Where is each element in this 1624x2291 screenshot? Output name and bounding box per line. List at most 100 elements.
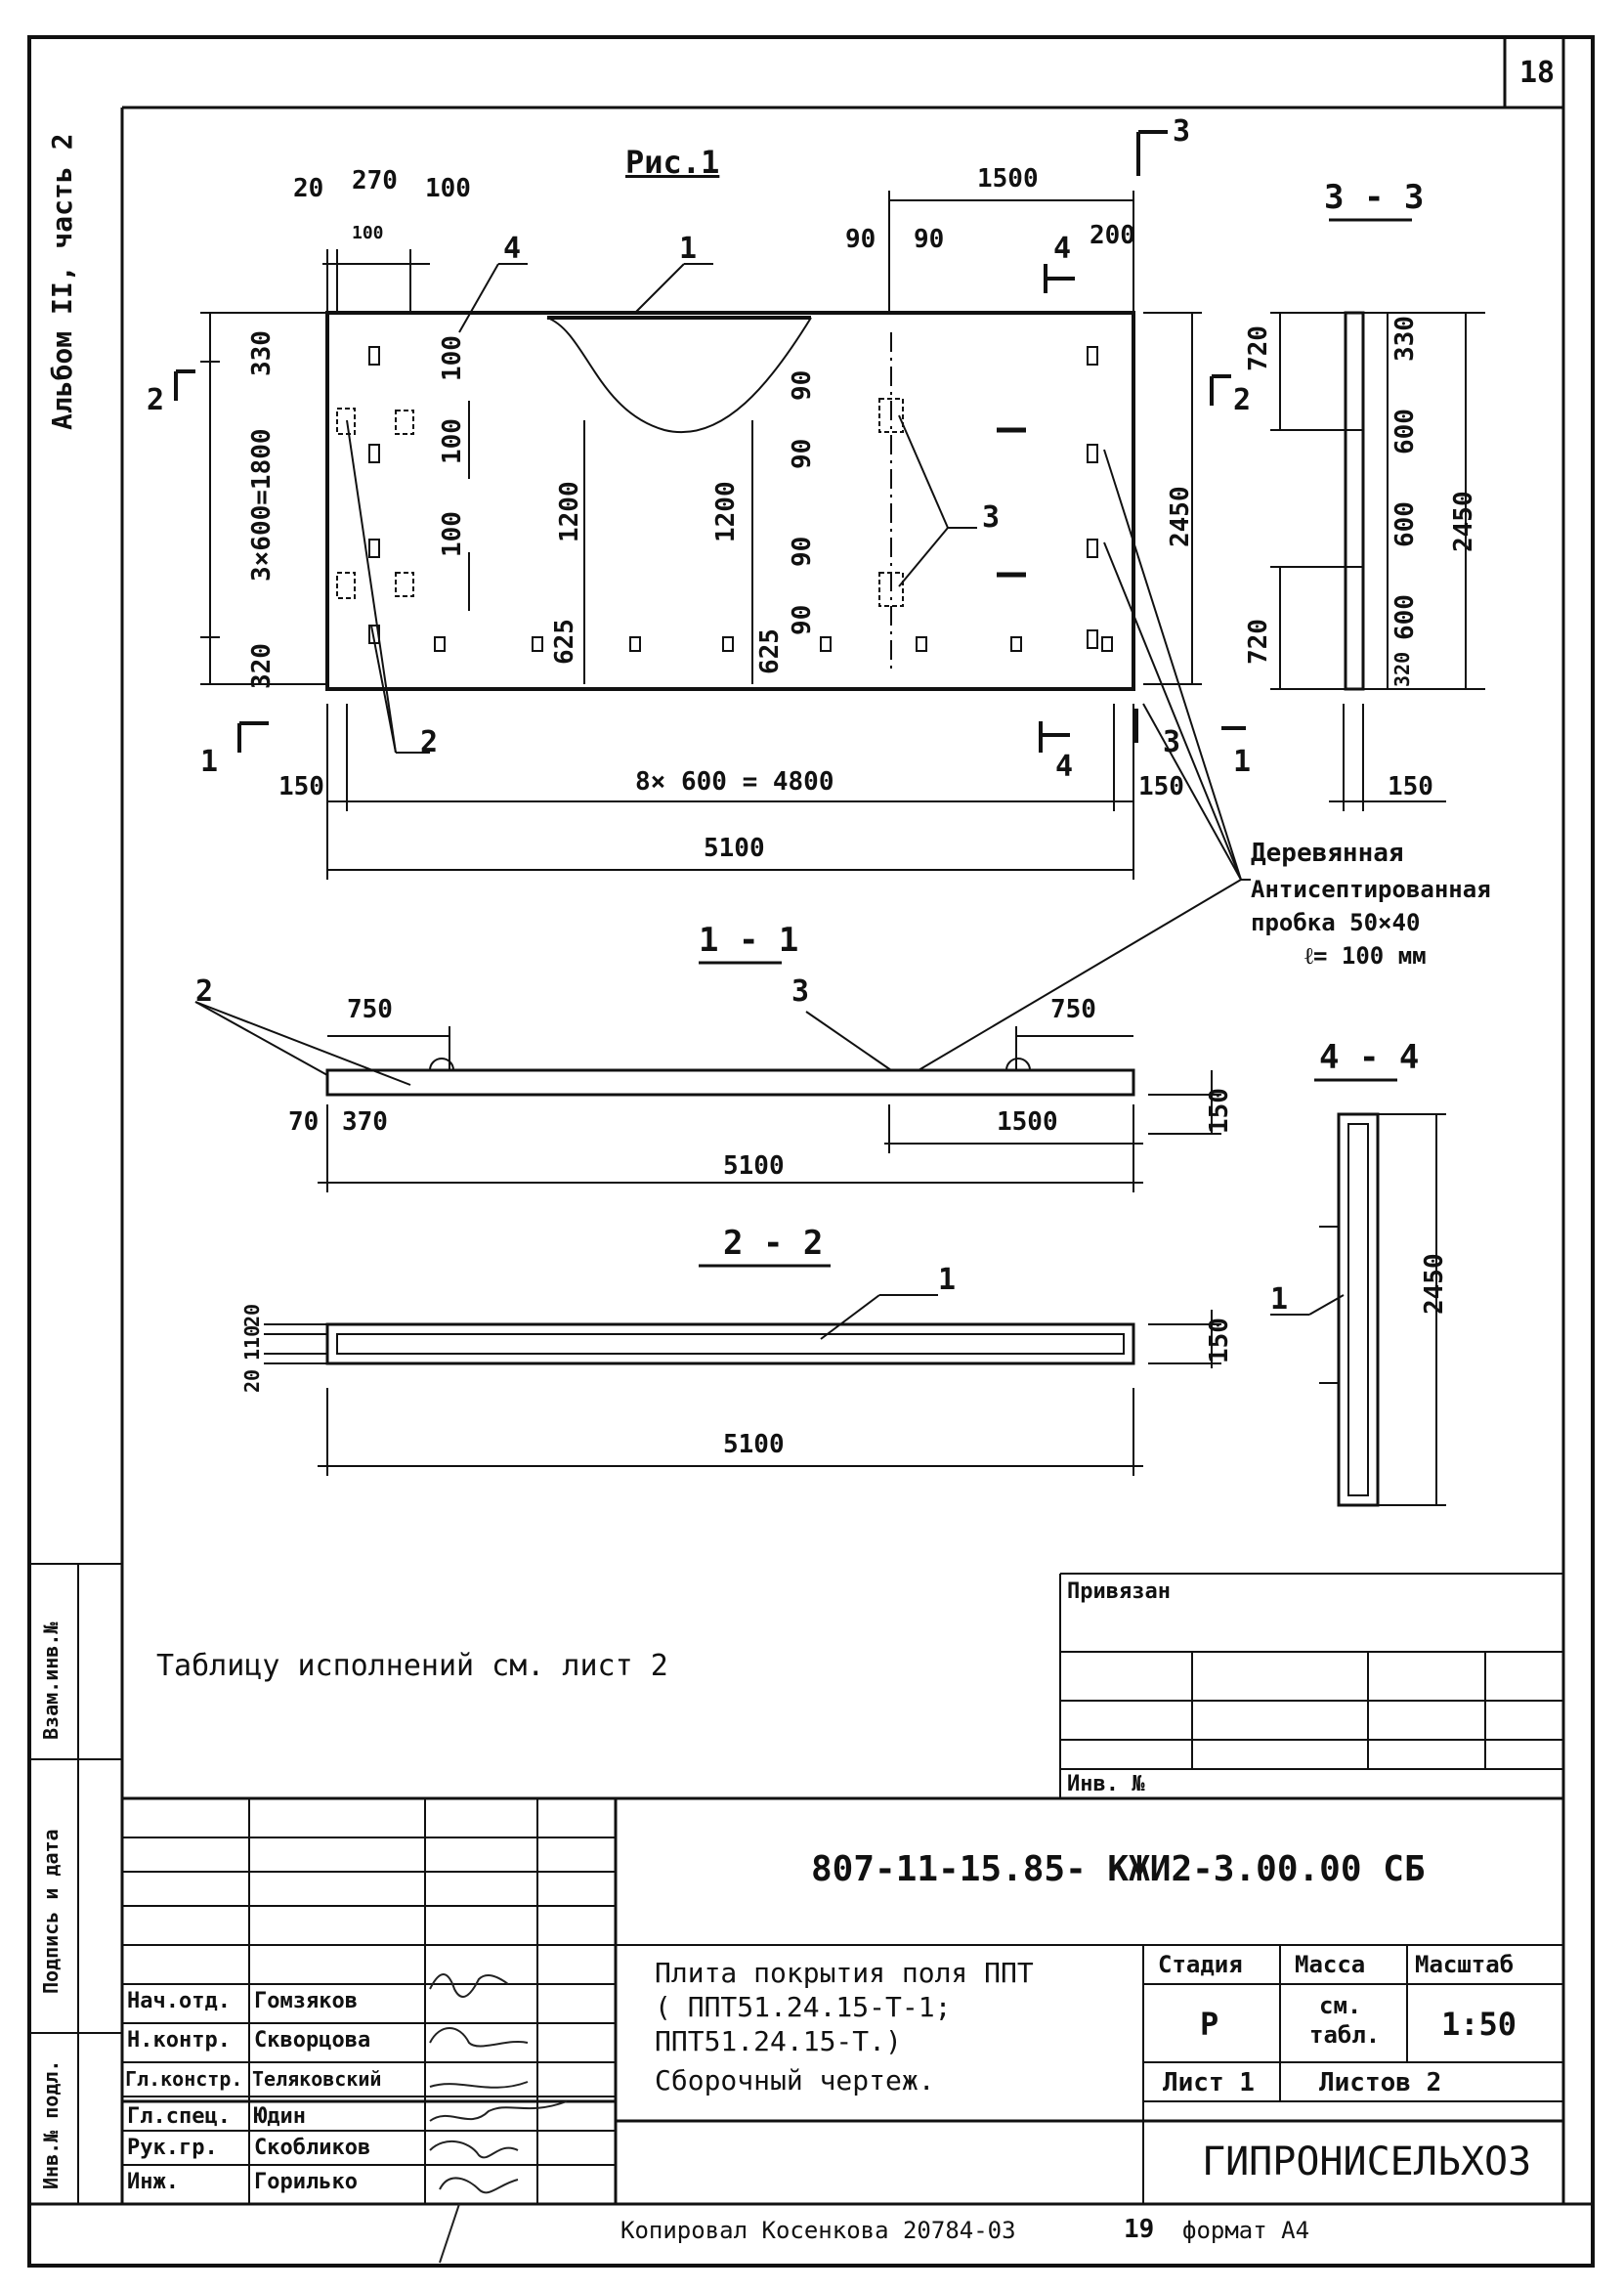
stamp-replacement-inv: Взам.инв.№ (39, 1621, 63, 1740)
mass-value-1: см. (1319, 1992, 1362, 2019)
dim-8x600: 8× 600 = 4800 (635, 767, 834, 797)
cut-mark-4-top: 4 (1053, 232, 1072, 266)
staff-role-2: Н.контр. (127, 2028, 231, 2053)
dim-90-v3: 90 (788, 536, 817, 567)
organization: ГИПРОНИСЕЛЬХОЗ (1202, 2140, 1532, 2184)
section-2-2-title: 2 - 2 (723, 1224, 824, 1263)
dim-150-left: 150 (278, 772, 324, 801)
callout-1-section44: 1 (1270, 1282, 1289, 1317)
cut-mark-3-bottom: 3 (1163, 725, 1181, 759)
staff-name-4: Юдин (254, 2104, 306, 2129)
footer-number: 19 (1124, 2215, 1155, 2244)
dim-200: 200 (1090, 221, 1135, 250)
dim33-600-c: 600 (1390, 594, 1420, 640)
dim11-150: 150 (1205, 1088, 1234, 1134)
dim33-600-a: 600 (1390, 409, 1420, 454)
dim33-720-top: 720 (1244, 325, 1273, 371)
dim-90-v1: 90 (788, 369, 817, 401)
title-line-1: Плита покрытия поля ППТ (655, 1957, 1034, 1989)
dim11-70: 70 (288, 1107, 320, 1137)
title-line-3: ППТ51.24.15-Т.) (655, 2025, 902, 2057)
stage-value: Р (1200, 2006, 1219, 2043)
sheets-total: Листов 2 (1319, 2068, 1442, 2097)
section-4-4-title: 4 - 4 (1319, 1038, 1420, 1077)
staff-name-1: Гомзяков (254, 1989, 358, 2013)
dim-100-v1: 100 (438, 335, 467, 381)
callout-2-section: 2 (195, 974, 214, 1009)
callout-4-plan: 4 (503, 232, 522, 266)
cut-mark-2-left: 2 (147, 383, 165, 417)
scale-label: Масштаб (1415, 1951, 1515, 1978)
dim-1200-left: 1200 (555, 481, 584, 542)
dim-100-sub: 100 (352, 223, 384, 243)
dim22-20-bot: 20 (240, 1368, 264, 1393)
footer-copied: Копировал Косенкова 20784-03 (620, 2217, 1016, 2244)
cut-mark-1-left: 1 (200, 745, 219, 779)
scale-value: 1:50 (1441, 2006, 1517, 2043)
dim-1200-right: 1200 (711, 481, 741, 542)
cut-mark-3-top: 3 (1173, 114, 1191, 149)
page-number: 18 (1519, 56, 1556, 90)
dim22-150: 150 (1205, 1318, 1234, 1363)
dim-625-left: 625 (550, 619, 579, 665)
stamp-signature-date: Подпись и дата (39, 1829, 63, 1994)
figure-title: Рис.1 (625, 144, 720, 181)
dim-2450-plan: 2450 (1166, 486, 1195, 547)
stamp-original-inv: Инв.№ подл. (39, 2059, 63, 2189)
dim33-720-bot: 720 (1244, 619, 1273, 665)
dim33-2450: 2450 (1449, 491, 1478, 552)
callout-3-section: 3 (791, 974, 810, 1009)
staff-role-3: Гл.констр. (125, 2067, 243, 2091)
cut-mark-2-right: 2 (1233, 383, 1252, 417)
dim-90-v2: 90 (788, 438, 817, 469)
dim-150-right: 150 (1138, 772, 1184, 801)
note-wood-2: Антисептированная (1251, 876, 1491, 903)
dim11-1500: 1500 (997, 1107, 1058, 1137)
dim-270: 270 (352, 166, 398, 195)
stage-label: Стадия (1158, 1951, 1243, 1978)
mass-value-2: табл. (1309, 2021, 1381, 2049)
mass-label: Масса (1295, 1951, 1366, 1978)
dim-3x600: 3×600=1800 (247, 428, 277, 582)
callout-2-plan: 2 (420, 725, 439, 759)
dim33-600-b: 600 (1390, 501, 1420, 547)
dim-20: 20 (293, 174, 324, 203)
dim11-5100: 5100 (723, 1151, 785, 1181)
dim33-150: 150 (1388, 772, 1433, 801)
staff-name-5: Скобликов (254, 2136, 371, 2160)
title-line-4: Сборочный чертеж. (655, 2064, 935, 2096)
section-3-3-title: 3 - 3 (1324, 178, 1425, 217)
cut-mark-4-bottom: 4 (1055, 750, 1074, 784)
callout-1-section22: 1 (938, 1263, 957, 1297)
staff-role-6: Инж. (127, 2170, 179, 2194)
dim-1500-top: 1500 (977, 164, 1039, 194)
dim33-330: 330 (1390, 316, 1420, 362)
binding-inv: Инв. № (1067, 1772, 1145, 1796)
dim22-5100: 5100 (723, 1430, 785, 1459)
dim-90-b: 90 (914, 225, 945, 254)
dim-90-a: 90 (845, 225, 876, 254)
note-wood-4: ℓ= 100 мм (1304, 942, 1427, 970)
dim11-370: 370 (342, 1107, 388, 1137)
note-wood-3: пробка 50×40 (1251, 909, 1421, 936)
table-note: Таблицу исполнений см. лист 2 (156, 1649, 668, 1683)
note-wood-1: Деревянная (1251, 839, 1404, 868)
staff-role-4: Гл.спец. (127, 2104, 231, 2129)
footer-format: формат А4 (1182, 2217, 1310, 2244)
section-1-1-title: 1 - 1 (699, 921, 799, 960)
cut-mark-1-right: 1 (1233, 745, 1252, 779)
drawing-code: 807-11-15.85- КЖИ2-3.00.00 СБ (811, 1849, 1426, 1889)
dim-90-v4: 90 (788, 604, 817, 635)
signatures (429, 1973, 568, 2264)
dim-5100-plan: 5100 (704, 834, 765, 863)
dim22-20-top: 20 (240, 1303, 264, 1327)
dim-625-right: 625 (755, 628, 785, 674)
callout-3-plan: 3 (982, 500, 1001, 535)
callout-1-plan: 1 (679, 232, 698, 266)
dim22-110: 110 (240, 1324, 264, 1361)
title-line-2: ( ППТ51.24.15-Т-1; (655, 1991, 952, 2023)
dim-320-left: 320 (247, 643, 277, 689)
dim-100-top: 100 (425, 174, 471, 203)
staff-role-5: Рук.гр. (127, 2136, 218, 2160)
